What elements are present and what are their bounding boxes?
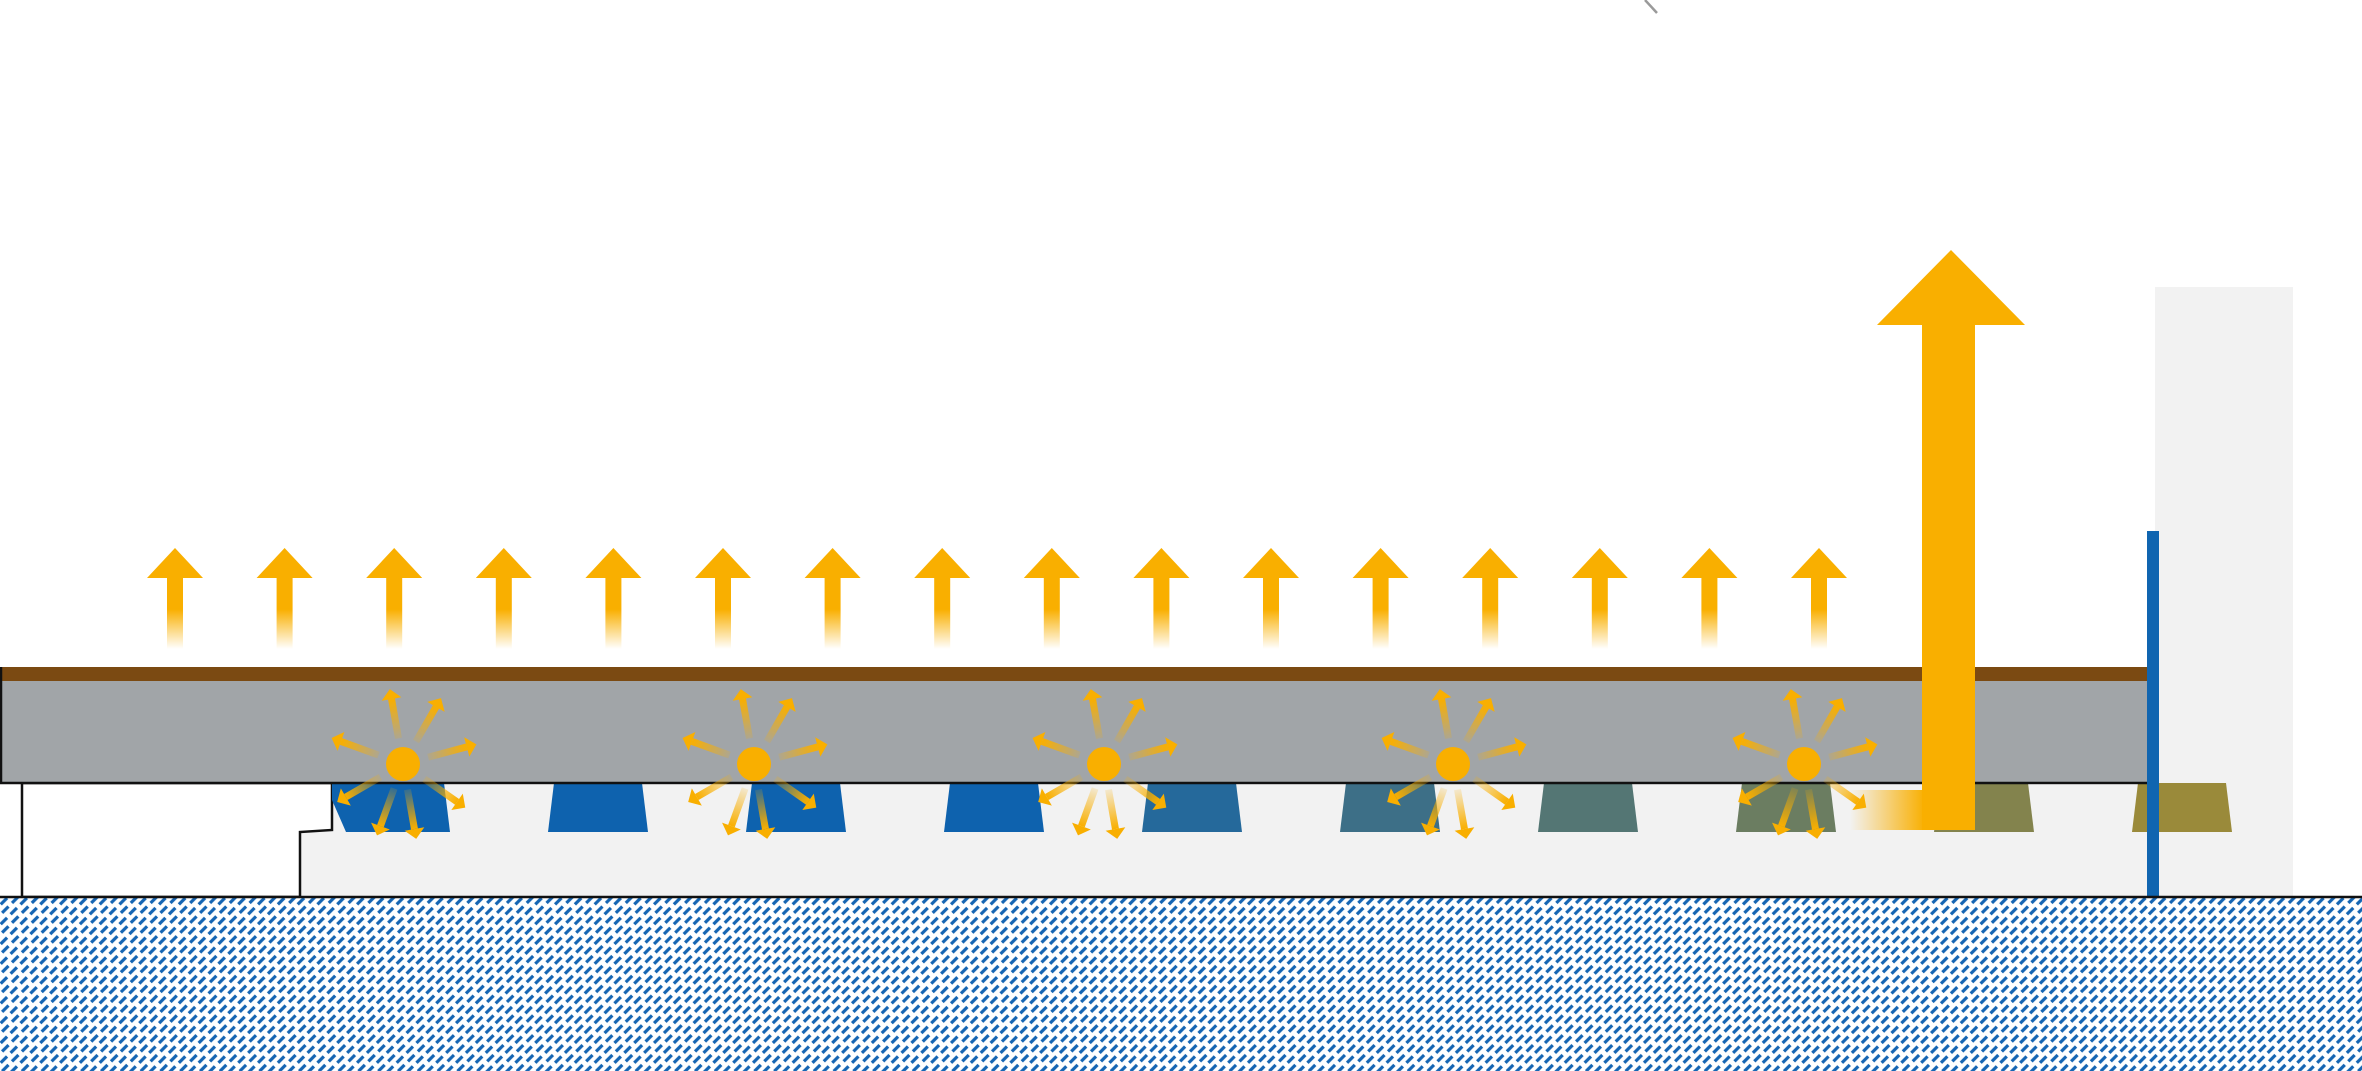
corner-mark: [1644, 0, 1658, 14]
pipe-section: [1340, 783, 1440, 832]
arrow-up-icon: [1571, 548, 1628, 649]
pipe-section: [746, 783, 846, 832]
pipe-section: [944, 783, 1044, 832]
sunburst-icon: [1381, 689, 1527, 839]
pipe-section: [350, 783, 450, 832]
ground-hatch-area: [0, 897, 2362, 1071]
sunburst-icon: [331, 689, 477, 839]
main-heat-flow: [1850, 250, 2025, 830]
arrow-up-icon: [1681, 548, 1738, 649]
arrow-up-icon: [1462, 548, 1519, 649]
arrow-up-icon: [1023, 548, 1080, 649]
pipe-section: [548, 783, 648, 832]
large-arrow-up-icon: [1877, 250, 2025, 830]
arrow-up-icon: [914, 548, 971, 649]
sunburst-icon: [1032, 689, 1178, 839]
sunburst-icon: [682, 689, 828, 839]
sunburst-icon: [1732, 689, 1878, 839]
pipe-section: [1142, 783, 1242, 832]
arrow-up-icon: [256, 548, 313, 649]
base-layer-outline: [20, 781, 334, 899]
radiating-heat-sources: [331, 689, 1878, 839]
arrow-up-icon: [1791, 548, 1847, 649]
arrow-up-icon: [475, 548, 532, 649]
edge-insulation-strip: [2147, 531, 2159, 897]
arrow-up-icon: [1133, 548, 1190, 649]
arrow-up-icon: [695, 548, 751, 649]
arrow-up-icon: [1352, 548, 1409, 649]
ground-layer: [0, 897, 2362, 1071]
arrow-up-icon: [804, 548, 861, 649]
arrow-up-icon: [585, 548, 642, 649]
screed-layer: [0, 680, 2150, 783]
arrow-up-icon: [366, 548, 423, 649]
arrow-up-icon: [1243, 548, 1299, 649]
pipe-section: [1538, 783, 1638, 832]
surface-heat-arrows: [147, 548, 1847, 649]
arrow-up-icon: [147, 548, 203, 649]
floor-covering-layer: [0, 667, 2150, 681]
